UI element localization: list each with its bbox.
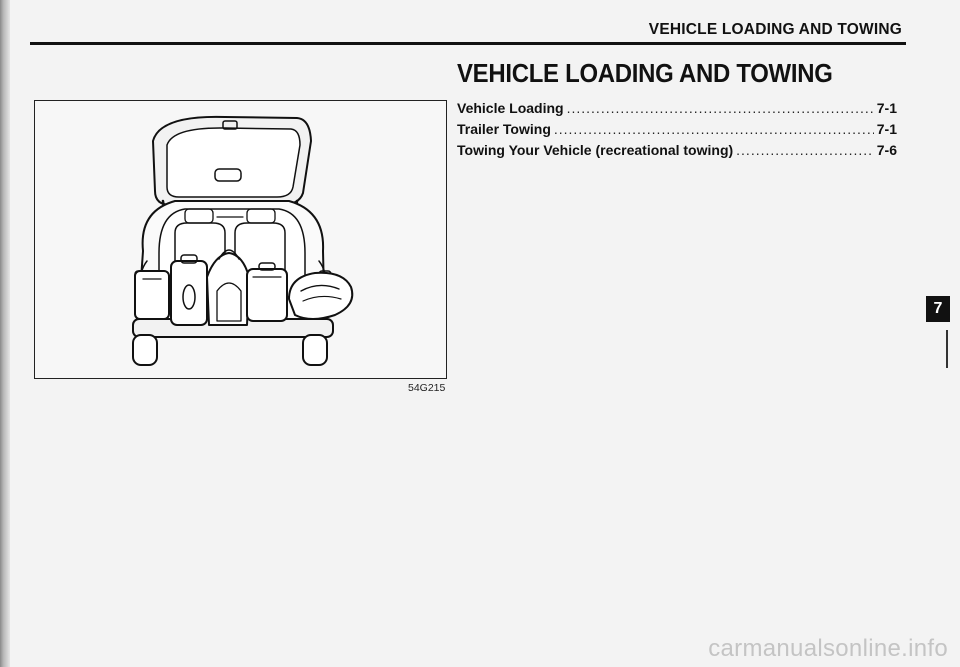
header-rule: [30, 42, 906, 45]
toc-entry-label: Trailer Towing: [457, 121, 551, 137]
watermark-text: carmanualsonline.info: [708, 635, 948, 662]
toc-entry[interactable]: Trailer Towing 7-1: [457, 119, 897, 140]
figure-code: 54G215: [408, 382, 446, 394]
page-edge-mark: [946, 330, 948, 368]
toc-entry-label: Vehicle Loading: [457, 100, 564, 116]
toc-entry[interactable]: Towing Your Vehicle (recreational towing…: [457, 140, 897, 161]
table-of-contents: Vehicle Loading 7-1 Trailer Towing 7-1 T…: [457, 98, 897, 161]
figure-frame: [34, 100, 447, 379]
page-binding-edge: [0, 0, 10, 667]
toc-leader-dots: [567, 98, 874, 119]
running-header-title: VEHICLE LOADING AND TOWING: [648, 21, 902, 38]
toc-entry-page: 7-1: [876, 100, 897, 116]
toc-entry-page: 7-1: [876, 121, 897, 137]
car-rear-luggage-illustration: [132, 115, 354, 366]
chapter-title: VEHICLE LOADING AND TOWING: [457, 58, 833, 88]
chapter-tab-marker[interactable]: 7: [926, 296, 950, 322]
toc-leader-dots: [736, 140, 874, 161]
toc-entry[interactable]: Vehicle Loading 7-1: [457, 98, 897, 119]
toc-leader-dots: [554, 119, 874, 140]
toc-entry-label: Towing Your Vehicle (recreational towing…: [457, 142, 734, 158]
toc-entry-page: 7-6: [876, 142, 897, 158]
